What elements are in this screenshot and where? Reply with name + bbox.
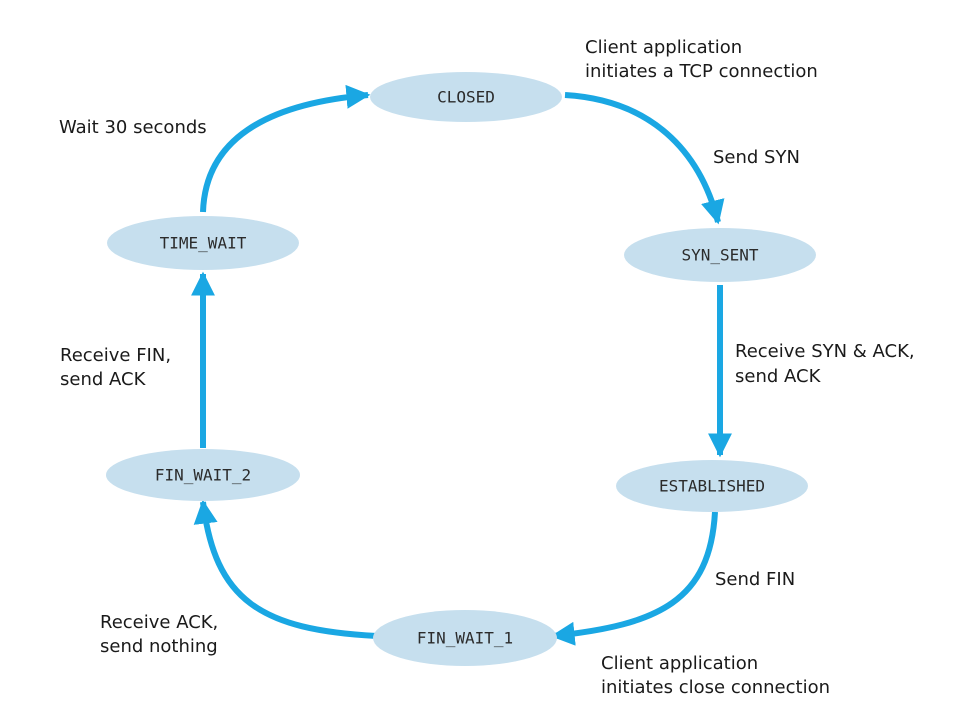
label-send-fin: Send FIN <box>715 569 795 590</box>
label-receive-syn-ack: Receive SYN & ACK, send ACK <box>735 341 920 387</box>
label-wait-30: Wait 30 seconds <box>59 117 207 138</box>
state-fin-wait-1: FIN_WAIT_1 <box>373 610 557 666</box>
state-time-wait-label: TIME_WAIT <box>160 234 247 253</box>
state-closed: CLOSED <box>370 72 562 122</box>
state-syn-sent-label: SYN_SENT <box>681 246 758 265</box>
state-established-label: ESTABLISHED <box>659 477 765 496</box>
state-fin-wait-2-label: FIN_WAIT_2 <box>155 466 251 485</box>
label-send-syn: Send SYN <box>713 147 800 168</box>
state-time-wait: TIME_WAIT <box>107 216 299 270</box>
edge-established-to-fin-wait-1 <box>550 511 718 646</box>
edge-time-wait-to-closed <box>200 84 371 213</box>
edge-closed-to-syn-sent <box>564 92 725 225</box>
state-closed-label: CLOSED <box>437 88 495 107</box>
label-client-initiates-tcp: Client application initiates a TCP conne… <box>585 37 818 82</box>
edge-fin-wait-1-to-fin-wait-2 <box>193 499 378 639</box>
state-established: ESTABLISHED <box>616 460 808 512</box>
label-client-initiates-close: Client application initiates close conne… <box>601 653 830 698</box>
label-receive-ack: Receive ACK, send nothing <box>100 612 224 657</box>
state-fin-wait-1-label: FIN_WAIT_1 <box>417 629 513 648</box>
label-receive-fin: Receive FIN, send ACK <box>60 345 177 390</box>
state-syn-sent: SYN_SENT <box>624 228 816 282</box>
state-fin-wait-2: FIN_WAIT_2 <box>106 449 300 501</box>
